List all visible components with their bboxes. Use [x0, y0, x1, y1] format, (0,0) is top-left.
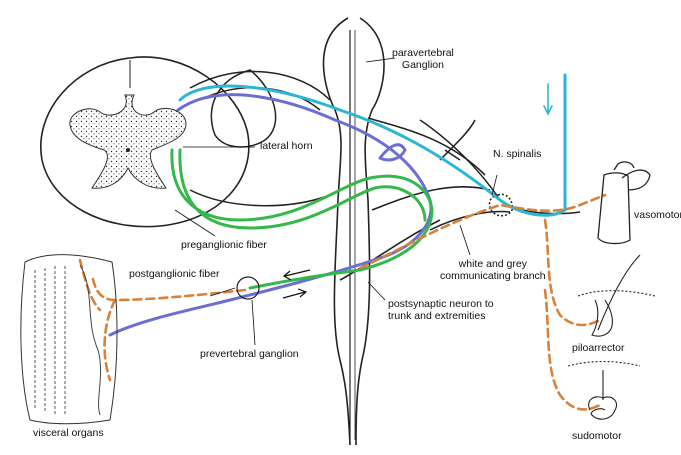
- label-prevertebral-ganglion: prevertebral ganglion: [200, 348, 299, 360]
- leader-lines: [174, 57, 498, 346]
- sweat-gland-drawing: [567, 361, 641, 420]
- blood-vessel-drawing: [597, 161, 651, 245]
- label-preganglionic-fiber: preganglionic fiber: [181, 239, 267, 251]
- label-vasomotor: vasomotor: [634, 209, 681, 221]
- label-white-grey-branch-line1: white and grey: [458, 258, 527, 270]
- label-visceral-organs: visceral organs: [33, 427, 104, 439]
- prevertebral-ganglion-circle: [236, 276, 260, 300]
- label-postsynaptic-neuron-line2: trunk and extremities: [388, 310, 486, 322]
- label-piloarrector: piloarrector: [572, 342, 625, 354]
- spinal-cord-cross-section: [40, 56, 250, 228]
- cyan-fiber: [178, 73, 567, 217]
- label-postsynaptic-neuron: postsynaptic neuron to trunk and extremi…: [388, 298, 494, 322]
- label-postsynaptic-neuron-line1: postsynaptic neuron to: [388, 298, 494, 310]
- blue-fiber: [108, 93, 433, 337]
- label-postganglionic-fiber: postganglionic fiber: [129, 268, 220, 280]
- label-paravertebral-ganglion-line1: paravertebral: [392, 47, 454, 59]
- green-fiber: [170, 148, 434, 290]
- label-lateral-horn: lateral horn: [260, 140, 313, 152]
- visceral-organ-drawing: [20, 254, 118, 425]
- label-sudomotor: sudomotor: [572, 430, 622, 442]
- orange-fiber: [78, 193, 607, 411]
- label-white-grey-branch-line2: communicating branch: [440, 270, 546, 282]
- label-paravertebral-ganglion: paravertebral Ganglion: [392, 47, 454, 71]
- label-white-grey-branch: white and grey communicating branch: [440, 258, 546, 282]
- hair-follicle-drawing: [577, 254, 656, 337]
- direction-arrows: [282, 269, 311, 299]
- sympathetic-chain: [322, 17, 491, 446]
- label-paravertebral-ganglion-line2: Ganglion: [401, 59, 444, 71]
- label-n-spinalis: N. spinalis: [493, 148, 542, 160]
